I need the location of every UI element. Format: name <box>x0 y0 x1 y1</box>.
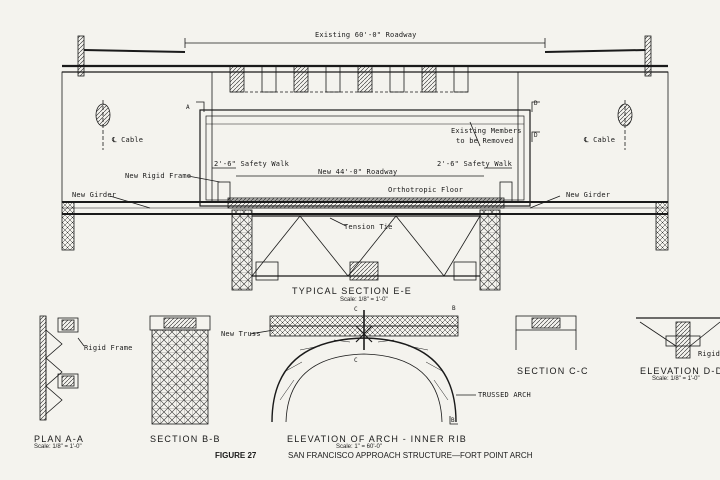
figure-caption: SAN FRANCISCO APPROACH STRUCTURE—FORT PO… <box>288 451 533 460</box>
section-ee-drawing <box>61 35 669 291</box>
elevation-dd-drawing <box>636 317 720 359</box>
figure-number: FIGURE 27 <box>215 451 257 460</box>
plan-aa-title: PLAN A-A <box>34 434 85 444</box>
section-cc-drawing <box>515 315 577 350</box>
to-be-removed-label: to be Removed <box>456 137 514 145</box>
cut-mark-c-bottom: C <box>354 357 358 364</box>
cable-left-label: ℄ Cable <box>112 136 144 144</box>
section-bb-title: SECTION B-B <box>150 434 221 444</box>
new-rigid-frame-label: New Rigid Frame <box>125 172 192 180</box>
arch-elevation-title: ELEVATION OF ARCH - INNER RIB <box>287 434 467 444</box>
new-girder-left-label: New Girder <box>72 191 117 199</box>
cut-mark-b-top: B <box>452 305 456 312</box>
cut-mark-d-bottom: D <box>534 132 538 139</box>
safety-walk-left-label: 2'-6" Safety Walk <box>214 160 290 168</box>
rigid-frame-label: Rigid Frame <box>84 344 133 352</box>
section-bb-drawing <box>149 315 211 425</box>
arch-elevation-drawing <box>249 310 476 425</box>
arch-elevation-scale: Scale: 1" = 60'-0" <box>336 444 382 450</box>
elevation-dd-scale: Scale: 1/8" = 1'-0" <box>652 376 700 382</box>
new-roadway-label: New 44'-0" Roadway <box>318 168 398 176</box>
existing-roadway-label: Existing 60'-0" Roadway <box>315 31 417 39</box>
tension-tie-label: Tension Tie <box>344 223 393 231</box>
tension-tie-truss <box>251 215 481 281</box>
cable-right-label: ℄ Cable <box>584 136 616 144</box>
cut-mark-a: A <box>186 104 190 111</box>
plan-aa-drawing <box>39 315 85 421</box>
cut-mark-c-top: C <box>354 306 358 313</box>
existing-stringers <box>229 65 469 93</box>
section-ee-title: TYPICAL SECTION E-E <box>292 286 412 296</box>
existing-members-label: Existing Members <box>451 127 522 135</box>
plan-aa-scale: Scale: 1/8" = 1'-0" <box>34 444 82 450</box>
safety-walk-right-label: 2'-6" Safety Walk <box>437 160 513 168</box>
new-truss-label: New Truss <box>221 330 261 338</box>
cut-mark-d-top: D <box>534 100 538 107</box>
section-ee-scale: Scale: 1/8" = 1'-0" <box>340 297 388 303</box>
elevation-dd-title: ELEVATION D-D <box>640 366 720 376</box>
cut-mark-b-bottom: B <box>451 417 455 424</box>
new-girder-right-label: New Girder <box>566 191 611 199</box>
section-cc-title: SECTION C-C <box>517 366 589 376</box>
orthotropic-floor-label: Orthotropic Floor <box>388 186 464 194</box>
trussed-arch-label: TRUSSED ARCH <box>478 391 531 399</box>
rigid-frame-cut-label: Rigid F <box>698 350 720 358</box>
